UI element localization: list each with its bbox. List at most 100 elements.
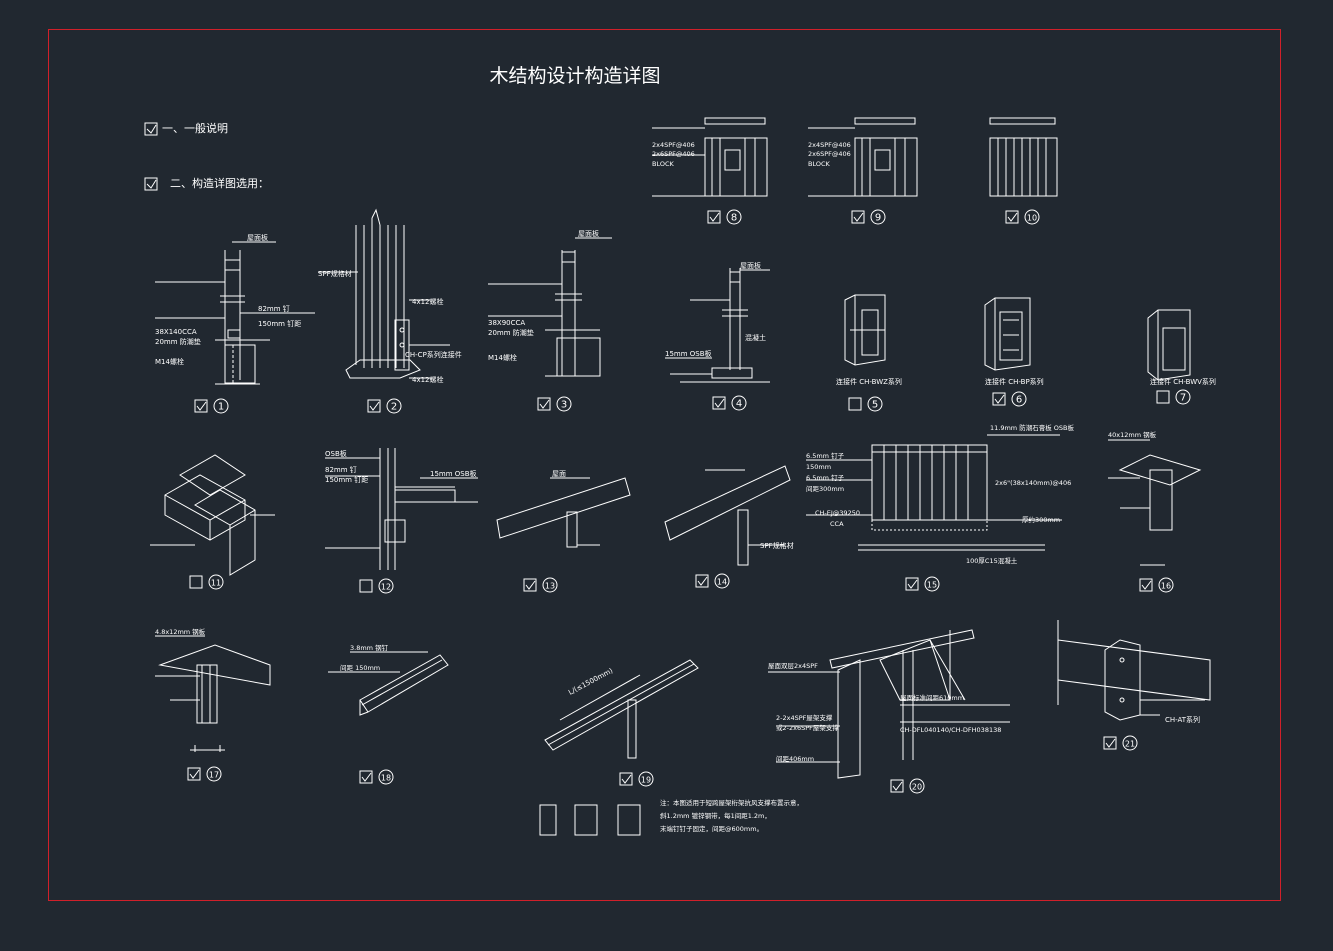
label: M14螺栓 [488,353,517,362]
detail-checkbox[interactable] [905,577,919,591]
detail-checkbox[interactable] [187,767,201,781]
check-icon [697,576,708,586]
label: 40x12mm 钢板 [1108,430,1157,439]
detail-number-circle [208,574,224,590]
detail-tag-14[interactable]: 14 [695,573,730,589]
detail-number-circle [378,578,394,594]
detail-tag-2[interactable]: 2 [367,398,402,414]
detail-tag-13[interactable]: 13 [523,577,558,593]
label: L/(≤1500mm) [567,667,614,697]
page-title: 木结构设计构造详图 [489,65,660,87]
detail-number: 9 [875,213,881,224]
label: 4.8x12mm 钢板 [155,627,206,636]
label: 82mm 钉 [325,465,357,474]
detail-tag-11[interactable]: 11 [189,574,224,590]
detail-tag-5[interactable]: 5 [848,396,883,412]
detail-number: 4 [736,399,742,410]
detail-number: 6 [1016,395,1022,406]
section-general-label: 一、一般说明 [162,121,228,135]
section-details-label: 二、构造详图选用： [170,176,269,190]
checkbox[interactable] [144,122,158,136]
label: 3.8mm 钢钉 [350,643,389,652]
check-icon [1141,580,1152,590]
detail-14-drawing: SPF规格材 [664,465,794,566]
check-icon [525,580,536,590]
detail-checkbox[interactable] [1156,390,1170,404]
detail-checkbox[interactable] [537,397,551,411]
detail-number: 19 [641,776,651,785]
detail-tag-12[interactable]: 12 [359,578,394,594]
detail-tag-3[interactable]: 3 [537,396,572,412]
detail-number: 8 [731,213,737,224]
label: 150mm 钉距 [258,319,301,328]
detail-tag-16[interactable]: 16 [1139,577,1174,593]
label: CH-DFL040140/CH-DFH038138 [900,726,1001,734]
label: 连接件 CH-BWZ系列 [836,377,902,386]
label: 2x6SPF@406 [808,150,851,158]
detail-tag-4[interactable]: 4 [712,395,747,411]
detail-number-circle [726,209,742,225]
detail-5-drawing: 连接件 CH-BWZ系列 [836,294,902,386]
detail-tag-21[interactable]: 21 [1103,735,1138,751]
detail-tag-8[interactable]: 8 [707,209,742,225]
detail-checkbox[interactable] [851,210,865,224]
detail-tag-7[interactable]: 7 [1156,389,1191,405]
checkbox[interactable] [144,177,158,191]
detail-checkbox[interactable] [848,397,862,411]
label: 20mm 防潮垫 [155,337,201,346]
detail-checkbox[interactable] [523,578,537,592]
label: 4x12螺栓 [412,375,444,384]
detail-tag-17[interactable]: 17 [187,766,222,782]
detail-checkbox[interactable] [695,574,709,588]
detail-tag-20[interactable]: 20 [890,778,925,794]
detail-number: 13 [545,582,555,591]
detail-number: 11 [211,579,221,588]
detail-number-circle [1011,391,1027,407]
detail-19-drawing: L/(≤1500mm) 注：本图适用于短跨屋架桁架抗风支撑布置示意， 斜1.2m… [539,659,803,836]
detail-checkbox[interactable] [367,399,381,413]
detail-3-drawing: 屋面板 38X90CCA 20mm 防潮垫 M14螺栓 [488,229,612,377]
detail-number-circle [556,396,572,412]
detail-checkbox[interactable] [1005,210,1019,224]
label: 100厚C15混凝土 [966,556,1018,565]
detail-number-circle [1024,209,1040,225]
label: 2x4SPF@406 [652,141,695,149]
detail-15-drawing: 11.9mm 防潮石膏板 OSB板 6.5mm 钉子 150mm 6.5mm 钉… [806,423,1074,565]
label: 屋面板 [578,229,599,238]
detail-tag-6[interactable]: 6 [992,391,1027,407]
detail-checkbox[interactable] [619,772,633,786]
label: 15mm OSB板 [665,349,712,358]
label: 间距406mm [776,755,814,763]
detail-21-drawing: CH-AT系列 [1057,620,1211,724]
check-icon [189,769,200,779]
detail-tag-9[interactable]: 9 [851,209,886,225]
detail-number: 5 [872,400,878,411]
detail-checkbox[interactable] [890,779,904,793]
detail-checkbox[interactable] [992,392,1006,406]
detail-checkbox[interactable] [707,210,721,224]
detail-checkbox[interactable] [712,396,726,410]
detail-tag-1[interactable]: 1 [194,398,229,414]
detail-tag-10[interactable]: 10 [1005,209,1040,225]
label: CH-CP系列连接件 [405,350,462,359]
detail-tag-15[interactable]: 15 [905,576,940,592]
detail-checkbox[interactable] [194,399,208,413]
label: 38X90CCA [488,319,525,327]
detail-7-drawing: 连接件 CH-BWV系列 [1147,309,1216,386]
check-icon [369,401,380,411]
detail-checkbox[interactable] [359,770,373,784]
detail-checkbox[interactable] [189,575,203,589]
section-general[interactable]: 一、一般说明 [144,121,228,136]
check-icon [709,212,720,222]
label: CH-EJ@39250 [815,509,860,517]
label: 4x12螺栓 [412,297,444,306]
detail-9-drawing: 2x4SPF@406 2x6SPF@406 BLOCK [808,117,918,197]
detail-checkbox[interactable] [359,579,373,593]
detail-10-drawing [989,117,1058,197]
detail-tag-19[interactable]: 19 [619,771,654,787]
section-details[interactable]: 二、构造详图选用： [144,176,269,191]
detail-checkbox[interactable] [1139,578,1153,592]
detail-checkbox[interactable] [1103,736,1117,750]
detail-18-drawing: 3.8mm 钢钉 间距 150mm [328,643,449,716]
detail-tag-18[interactable]: 18 [359,769,394,785]
